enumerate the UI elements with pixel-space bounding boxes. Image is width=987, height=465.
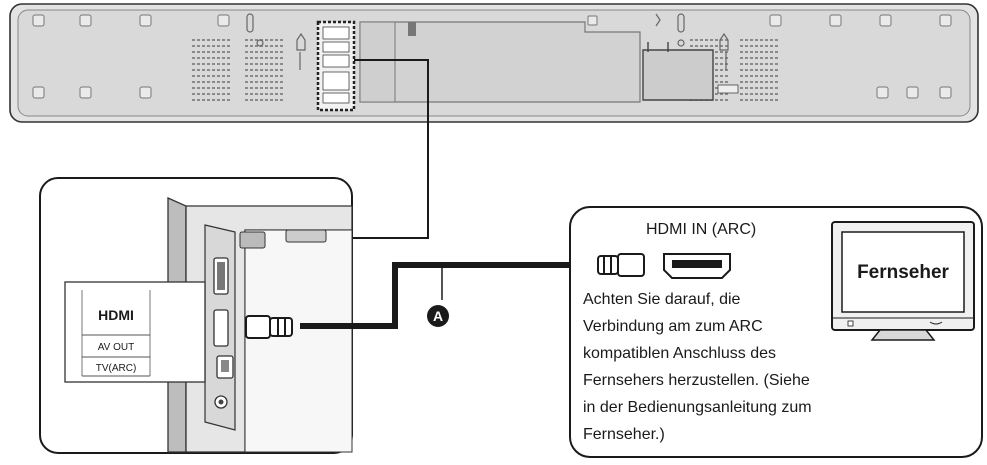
tv-icon: Fernseher (831, 221, 975, 341)
hdmi-cable (300, 262, 598, 329)
note-line-4: Fernsehers herzustellen. (Siehe (583, 372, 810, 389)
cable-marker-label: A (433, 308, 443, 324)
tv-name-label: Fernseher (857, 262, 949, 283)
cable-marker-icon: A (427, 305, 449, 327)
leader-line (352, 59, 429, 239)
hdmi-logo: HDMI (98, 307, 134, 323)
arc-note: Achten Sie darauf, die Verbindung am zum… (583, 291, 812, 443)
note-line-6: Fernseher.) (583, 426, 665, 443)
note-line-2: Verbindung am zum ARC (583, 318, 763, 335)
tv-hdmi-plug-icon (597, 253, 645, 277)
hdmi-in-arc-label: HDMI IN (ARC) (646, 221, 756, 238)
note-line-5: in der Bedienungsanleitung zum (583, 399, 812, 416)
tv-arc-label: TV(ARC) (96, 363, 137, 374)
note-line-3: kompatiblen Anschluss des (583, 345, 776, 362)
av-out-label: AV OUT (98, 342, 134, 353)
hdmi-plug-icon (245, 315, 293, 339)
soundbar-rear-icon (9, 3, 979, 123)
hdmi-port-icon (663, 253, 731, 279)
port-label-block: HDMI AV OUT TV(ARC) (64, 281, 206, 383)
note-line-1: Achten Sie darauf, die (583, 291, 741, 308)
